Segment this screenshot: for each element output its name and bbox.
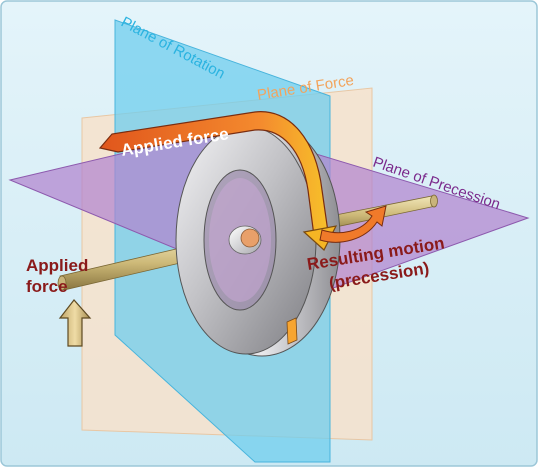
precession-arrow [319,205,387,243]
label-applied-force-line1: Applied [26,256,88,275]
upward-force-arrow [58,299,92,347]
label-applied-force-line2: force [26,277,68,296]
